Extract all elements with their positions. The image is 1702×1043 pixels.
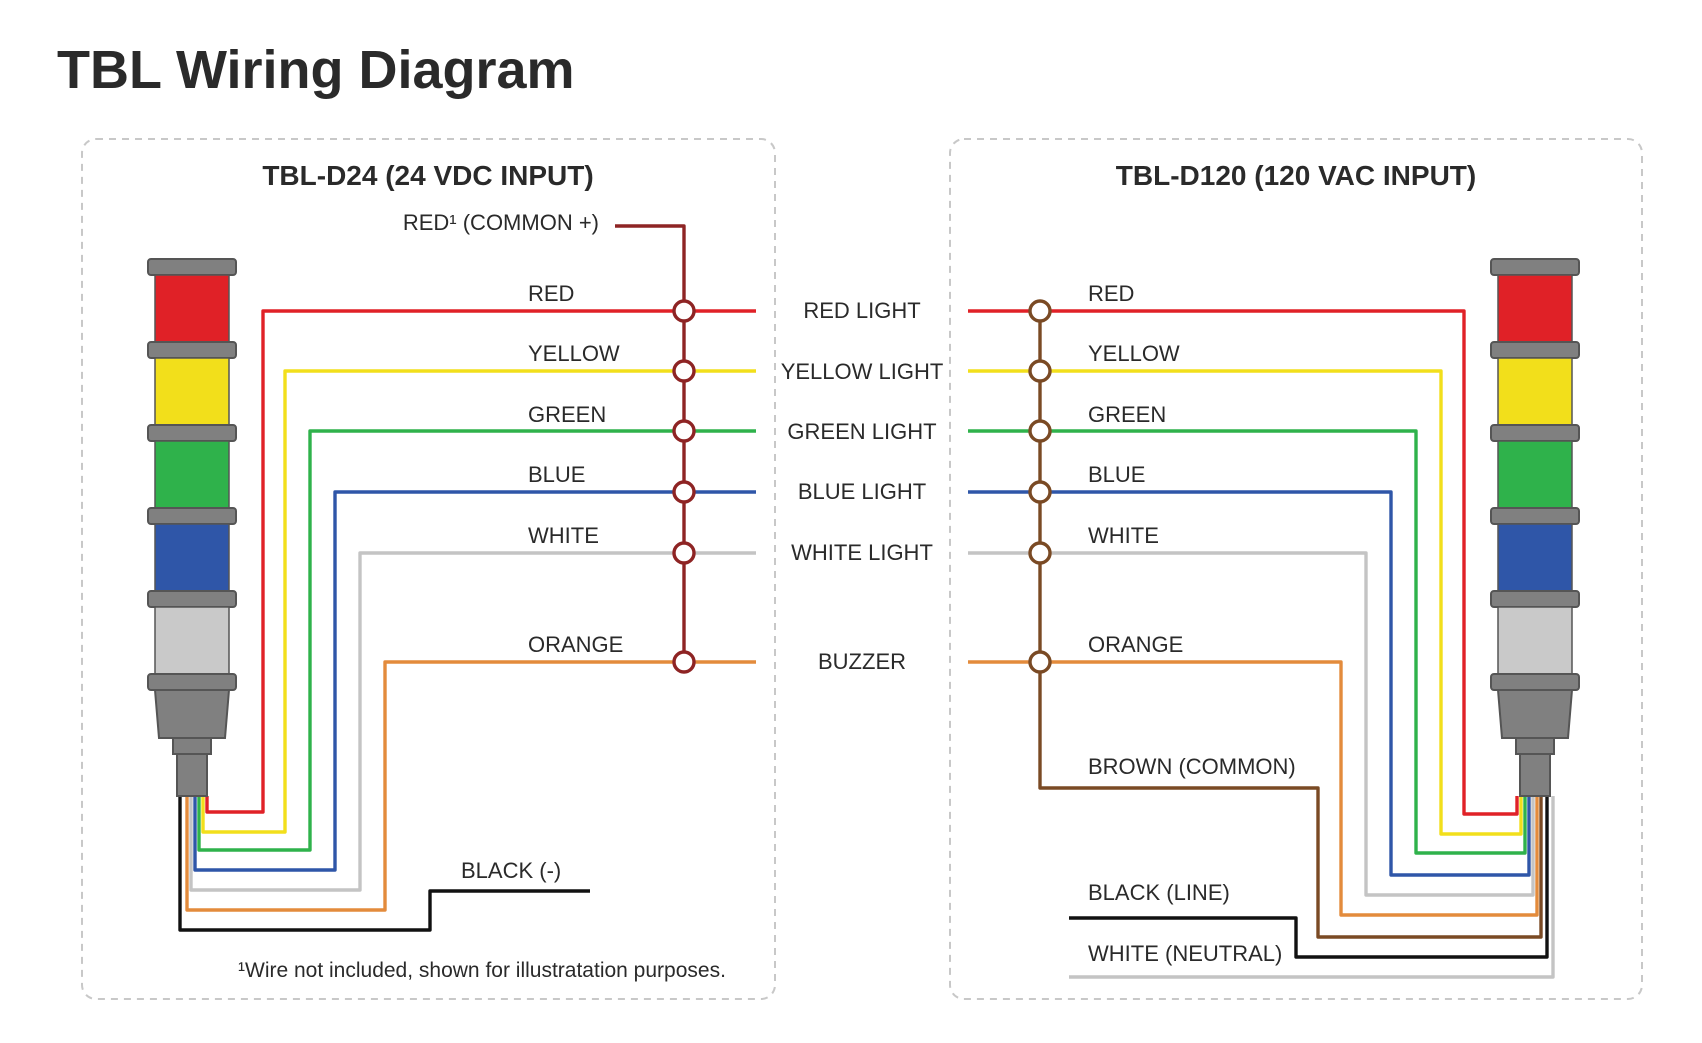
left-tower-green-segment [154,440,230,510]
right-wire-label-blue: BLUE [1088,462,1145,487]
right-tower-neck [1515,737,1555,755]
right-panel-title: TBL-D120 (120 VAC INPUT) [1116,160,1476,191]
left-node-blue [672,480,696,504]
right-node-green [1028,419,1052,443]
right-tower-yellow-segment [1497,357,1573,427]
left-node-white [672,541,696,565]
right-wire-label-red: RED [1088,281,1134,306]
right-black-line-label: BLACK (LINE) [1088,880,1230,905]
center-label-red-light: RED LIGHT [803,298,920,323]
left-wire-label-red: RED [528,281,574,306]
left-wire-label-yellow: YELLOW [528,341,620,366]
left-tower-blue-segment [154,523,230,593]
left-tower-ring [147,507,237,525]
center-label-blue-light: BLUE LIGHT [798,479,926,504]
left-footnote: ¹Wire not included, shown for illustrata… [238,959,726,982]
left-green-wire [197,429,756,852]
right-tower-ring [1490,673,1580,691]
left-tower-ring [147,590,237,608]
right-wires [968,309,1555,979]
left-tower-yellow-segment [154,357,230,427]
center-label-green-light: GREEN LIGHT [787,419,936,444]
left-tower-ring [147,673,237,691]
right-orange-wire [968,660,1539,917]
right-tower-light [1490,258,1580,797]
left-panel-frame [81,138,776,1000]
right-panel-frame [949,138,1643,1000]
center-label-white-light: WHITE LIGHT [791,540,933,565]
right-white-wire [968,551,1535,897]
right-tower-base [1496,689,1574,739]
left-yellow-wire [201,369,756,834]
left-tower-light [147,258,237,797]
left-tower-cap [147,258,237,276]
left-node-green [672,419,696,443]
left-junction-nodes [672,299,696,674]
center-label-yellow-light: YELLOW LIGHT [781,359,944,384]
left-black-wire [178,796,590,932]
right-brown-common-label: BROWN (COMMON) [1088,754,1296,779]
right-node-yellow [1028,359,1052,383]
right-wire-label-yellow: YELLOW [1088,341,1180,366]
right-tower-blue-segment [1497,523,1573,593]
right-node-red [1028,299,1052,323]
left-common-label: RED¹ (COMMON +) [403,210,599,235]
left-tower-neck [172,737,212,755]
right-wire-label-green: GREEN [1088,402,1166,427]
right-node-blue [1028,480,1052,504]
left-white-wire [189,551,756,892]
left-panel-title: TBL-D24 (24 VDC INPUT) [262,160,593,191]
left-tower-white-segment [154,606,230,676]
left-orange-wire [185,660,756,912]
right-red-wire [968,309,1519,816]
right-junction-nodes [1028,299,1052,674]
right-green-wire [968,429,1527,855]
left-red-wire [205,309,756,814]
right-tower-green-segment [1497,440,1573,510]
left-wire-label-white: WHITE [528,523,599,548]
right-tower-stem [1519,753,1551,797]
right-white-neutral-wire [1069,796,1555,979]
left-node-yellow [672,359,696,383]
left-black-label: BLACK (-) [461,858,561,883]
right-brown-common-wire [1038,311,1543,939]
right-tower-ring [1490,341,1580,359]
left-common-wire [615,224,686,662]
right-black-line-wire [1069,796,1549,959]
left-tower-base [153,689,231,739]
right-tower-white-segment [1497,606,1573,676]
page-title: TBL Wiring Diagram [57,40,575,100]
right-tower-cap [1490,258,1580,276]
left-wire-label-orange: ORANGE [528,632,623,657]
right-node-orange [1028,650,1052,674]
right-wire-label-white: WHITE [1088,523,1159,548]
left-tower-ring [147,341,237,359]
center-label-buzzer: BUZZER [818,649,906,674]
left-tower-ring [147,424,237,442]
right-node-white [1028,541,1052,565]
right-tower-ring [1490,507,1580,525]
left-wire-label-green: GREEN [528,402,606,427]
right-tower-ring [1490,590,1580,608]
right-white-neutral-label: WHITE (NEUTRAL) [1088,941,1282,966]
right-tower-ring [1490,424,1580,442]
right-blue-wire [968,490,1531,877]
left-blue-wire [193,490,756,872]
left-tower-red-segment [154,274,230,344]
left-node-red [672,299,696,323]
left-wire-label-blue: BLUE [528,462,585,487]
right-wire-label-orange: ORANGE [1088,632,1183,657]
right-yellow-wire [968,369,1523,836]
left-tower-stem [176,753,208,797]
left-node-orange [672,650,696,674]
left-wires [178,224,756,932]
right-tower-red-segment [1497,274,1573,344]
